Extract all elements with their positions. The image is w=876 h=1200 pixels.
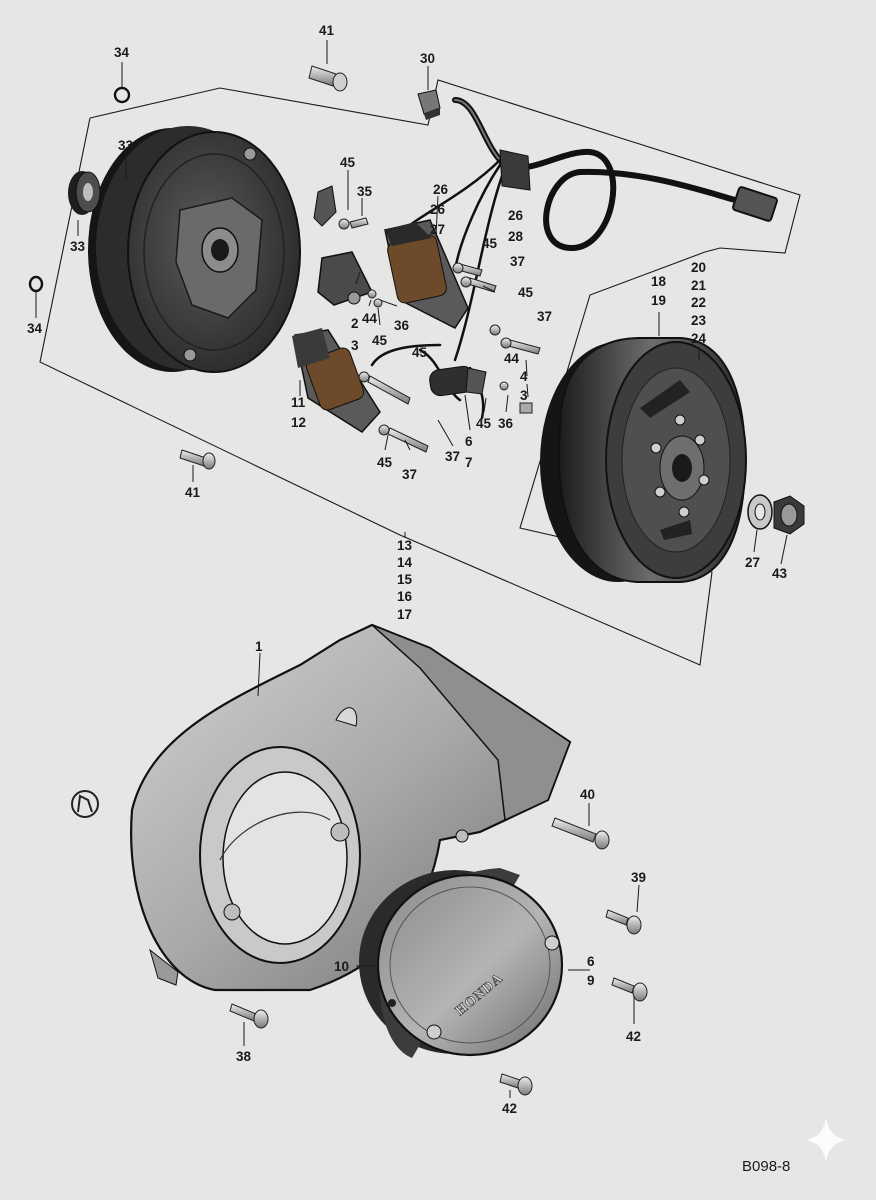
callout-1: 1 <box>255 639 263 654</box>
callout-15: 15 <box>397 572 413 587</box>
callout-45-d: 45 <box>372 333 388 348</box>
upper-coil <box>384 219 469 329</box>
callout-26-c: 26 <box>508 208 524 223</box>
callout-45-b: 45 <box>482 236 498 251</box>
callout-14: 14 <box>397 555 413 570</box>
callout-27-b: 27 <box>745 555 760 570</box>
lower-coil <box>292 328 381 433</box>
callout-41-top: 41 <box>319 23 335 38</box>
callout-45-a: 45 <box>340 155 356 170</box>
contact-breaker <box>317 251 374 306</box>
callout-7: 7 <box>465 455 473 470</box>
small-screws <box>179 217 541 470</box>
callout-18: 18 <box>651 274 667 289</box>
callout-35: 35 <box>357 184 373 199</box>
callout-3-a: 3 <box>351 338 359 353</box>
callout-44-a: 44 <box>362 311 378 326</box>
callout-44-b: 44 <box>504 351 520 366</box>
callout-38: 38 <box>236 1049 252 1064</box>
part-stamp-mark-icon <box>71 790 99 818</box>
cover-screws <box>229 817 648 1096</box>
o-ring-top <box>113 86 131 104</box>
stator-base-plate <box>88 126 301 373</box>
callout-20: 20 <box>691 260 706 275</box>
callout-26-a: 26 <box>433 182 449 197</box>
callout-6-b: 6 <box>587 954 595 969</box>
callout-4: 4 <box>520 369 528 384</box>
oil-seal <box>68 171 101 215</box>
washer-27 <box>747 494 773 530</box>
wire-grommet <box>417 89 441 120</box>
callout-45-c: 45 <box>518 285 534 300</box>
callout-42-right: 42 <box>626 1029 641 1044</box>
callout-39: 39 <box>631 870 646 885</box>
generator-cover <box>130 623 572 992</box>
callout-6-a: 6 <box>465 434 473 449</box>
callout-24: 24 <box>691 331 707 346</box>
callout-16: 16 <box>397 589 413 604</box>
callout-37-b: 37 <box>537 309 552 324</box>
leader-lines <box>35 40 788 1098</box>
callout-labels: 34 41 30 33 33 34 45 35 26 26 27 26 28 4… <box>27 23 788 1116</box>
callout-27-a: 27 <box>430 222 445 237</box>
callout-19: 19 <box>651 293 666 308</box>
nut-43 <box>773 495 805 535</box>
callout-41-bottom: 41 <box>185 485 201 500</box>
flywheel-rotor <box>540 337 747 583</box>
callout-45-e: 45 <box>412 345 428 360</box>
o-ring-left <box>28 275 44 293</box>
callout-36-a: 36 <box>394 318 410 333</box>
callout-34-left: 34 <box>27 321 43 336</box>
callout-36-b: 36 <box>498 416 514 431</box>
figure-code: B098-8 <box>742 1158 790 1175</box>
callout-42-bottom: 42 <box>502 1101 517 1116</box>
sparkle-watermark-icon <box>806 1118 846 1162</box>
callout-9: 9 <box>587 973 595 988</box>
condenser <box>429 365 487 397</box>
harness-clamp <box>499 149 531 191</box>
callout-21: 21 <box>691 278 707 293</box>
callout-34-top: 34 <box>114 45 130 60</box>
callout-17: 17 <box>397 607 412 622</box>
callout-13: 13 <box>397 538 413 553</box>
callout-3-b: 3 <box>520 388 528 403</box>
callout-43: 43 <box>772 566 788 581</box>
callout-26-b: 26 <box>430 202 446 217</box>
callout-33-plate: 33 <box>118 138 134 153</box>
callout-45-f: 45 <box>377 455 393 470</box>
callout-23: 23 <box>691 313 707 328</box>
callout-40: 40 <box>580 787 595 802</box>
callout-22: 22 <box>691 295 706 310</box>
callout-33-seal: 33 <box>70 239 86 254</box>
callout-37-a: 37 <box>510 254 525 269</box>
callout-28: 28 <box>508 229 524 244</box>
callout-10: 10 <box>334 959 349 974</box>
generator-cap: HONDA <box>359 868 564 1058</box>
top-screw <box>308 65 348 92</box>
small-bracket <box>313 185 337 227</box>
callout-30: 30 <box>420 51 435 66</box>
callout-45-g: 45 <box>476 416 492 431</box>
callout-37-c: 37 <box>402 467 417 482</box>
callout-2: 2 <box>351 316 359 331</box>
callout-11: 11 <box>291 395 306 410</box>
callout-12: 12 <box>291 415 306 430</box>
callout-37-d: 37 <box>445 449 460 464</box>
